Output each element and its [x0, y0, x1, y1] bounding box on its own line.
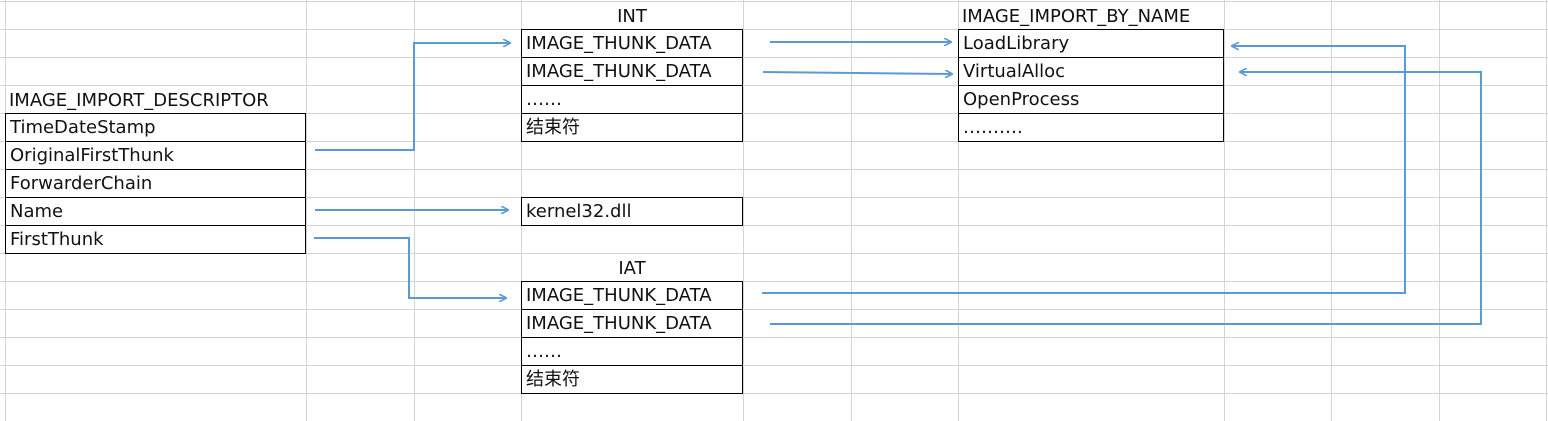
- import-by-name-row-loadlibrary: LoadLibrary: [959, 30, 1224, 58]
- import-by-name-title: IMAGE_IMPORT_BY_NAME: [962, 6, 1191, 27]
- descriptor-field-firstthunk: FirstThunk: [6, 226, 306, 254]
- int-row: IMAGE_THUNK_DATA: [522, 30, 743, 58]
- int-row: ……: [522, 86, 743, 114]
- import-by-name-table: LoadLibrary VirtualAlloc OpenProcess …………: [958, 29, 1224, 142]
- iat-table: IMAGE_THUNK_DATA IMAGE_THUNK_DATA …… 结束符: [521, 281, 743, 394]
- iat-row: IMAGE_THUNK_DATA: [522, 282, 743, 310]
- int-row: IMAGE_THUNK_DATA: [522, 58, 743, 86]
- descriptor-title: IMAGE_IMPORT_DESCRIPTOR: [9, 90, 269, 111]
- descriptor-field-timedatestamp: TimeDateStamp: [6, 114, 306, 142]
- int-row-terminator: 结束符: [522, 114, 743, 142]
- descriptor-field-name: Name: [6, 198, 306, 226]
- iat-row: IMAGE_THUNK_DATA: [522, 310, 743, 338]
- iat-row-terminator: 结束符: [522, 366, 743, 394]
- dll-name-box: kernel32.dll: [521, 197, 743, 226]
- int-title: INT: [617, 6, 647, 27]
- import-by-name-row-ellipsis: ……….: [959, 114, 1224, 142]
- import-by-name-row-virtualalloc: VirtualAlloc: [959, 58, 1224, 86]
- iat-title: IAT: [618, 258, 646, 279]
- descriptor-table: TimeDateStamp OriginalFirstThunk Forward…: [5, 113, 306, 254]
- descriptor-field-forwarderchain: ForwarderChain: [6, 170, 306, 198]
- iat-row: ……: [522, 338, 743, 366]
- import-by-name-row-openprocess: OpenProcess: [959, 86, 1224, 114]
- dll-name-value: kernel32.dll: [522, 198, 743, 226]
- int-table: IMAGE_THUNK_DATA IMAGE_THUNK_DATA …… 结束符: [521, 29, 743, 142]
- descriptor-field-originalfirstthunk: OriginalFirstThunk: [6, 142, 306, 170]
